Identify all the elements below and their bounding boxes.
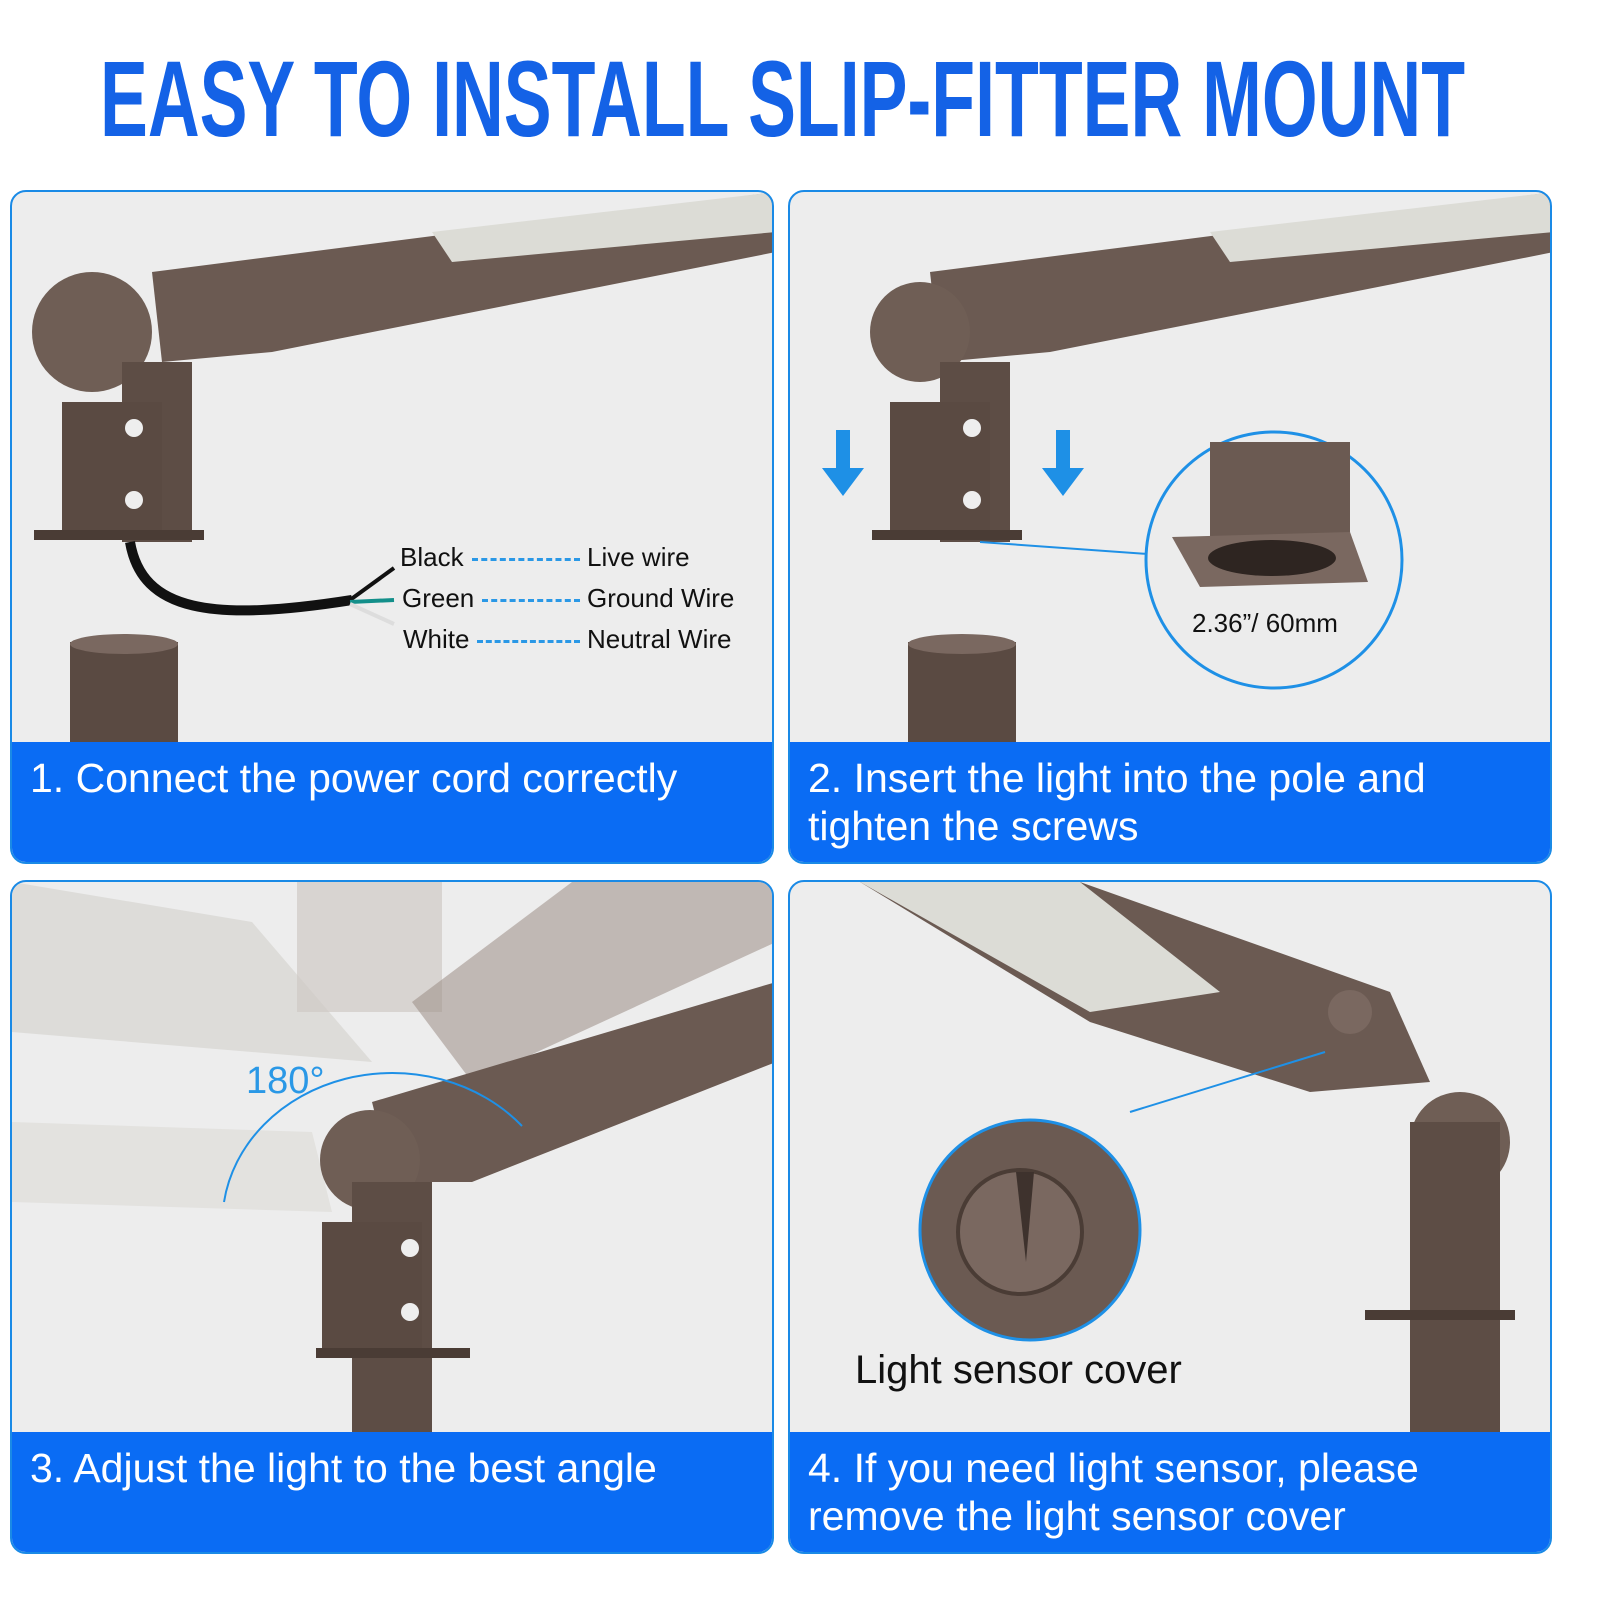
step-2-panel: 2.36”/ 60mm 2. Insert the light into the…	[788, 190, 1552, 864]
wire-color-green: Green	[402, 583, 475, 613]
step-2-caption: 2. Insert the light into the pole and ti…	[790, 742, 1550, 862]
pole-diameter-label: 2.36”/ 60mm	[1192, 608, 1338, 638]
wire-color-white: White	[403, 624, 470, 654]
step-4-caption: 4. If you need light sensor, please remo…	[790, 1432, 1550, 1552]
dashed-connector	[472, 558, 580, 561]
down-arrow-icon	[1042, 430, 1084, 496]
down-arrow-icon	[822, 430, 864, 496]
fixture-illustration	[822, 192, 1550, 748]
dashed-connector	[482, 599, 580, 602]
fixture-illustration	[12, 882, 772, 1432]
page-title-wrapper: EASY TO INSTALL SLIP-FITTER MOUNT	[100, 38, 1465, 158]
wire-color-black: Black	[400, 542, 464, 572]
step-1-caption: 1. Connect the power cord correctly	[12, 742, 772, 862]
fixture-illustration	[860, 882, 1515, 1432]
step-3-panel: 180° 3. Adjust the light to the best ang…	[10, 880, 774, 1554]
fixture-illustration	[32, 192, 772, 748]
dashed-connector	[477, 640, 580, 643]
step-1-panel: Black Live wire Green Ground Wire White …	[10, 190, 774, 864]
wire-function-neutral: Neutral Wire	[587, 624, 732, 654]
wire-function-live: Live wire	[587, 542, 690, 572]
page-title: EASY TO INSTALL SLIP-FITTER MOUNT	[100, 38, 1465, 158]
sensor-cover-label: Light sensor cover	[855, 1348, 1182, 1392]
step-4-panel: Light sensor cover 4. If you need light …	[788, 880, 1552, 1554]
rotation-angle-label: 180°	[246, 1060, 325, 1102]
wire-function-ground: Ground Wire	[587, 583, 735, 613]
step-3-caption: 3. Adjust the light to the best angle	[12, 1432, 772, 1552]
